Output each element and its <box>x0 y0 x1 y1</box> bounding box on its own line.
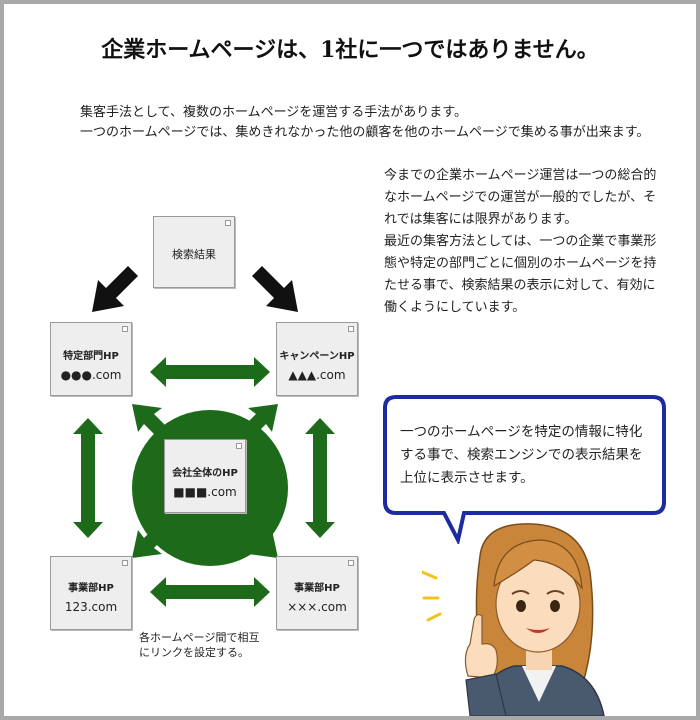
hp-box-center: 会社全体のHP ■■■.com <box>164 439 246 513</box>
hp-label: 事業部HP <box>68 583 114 594</box>
speech-bubble-shape <box>383 395 666 544</box>
hp-box-bottom-left: 事業部HP 123.com <box>50 556 132 630</box>
double-arrow-top <box>150 357 270 387</box>
speech-bubble-text: 一つのホームページを特定の情報に特化する事で、検索エンジンでの表示結果を上位に表… <box>400 424 643 486</box>
double-arrow-right <box>305 418 335 538</box>
intro-line: 一つのホームページでは、集めきれなかった他の顧客を他のホームページで集める事が出… <box>80 125 650 140</box>
diagonal-arrow-top-right <box>240 404 278 440</box>
search-results-label: 検索結果 <box>172 248 216 261</box>
hp-box-top-left: 特定部門HP ●●●.com <box>50 322 132 396</box>
hp-label: 事業部HP <box>294 583 340 594</box>
intro-text: 集客手法として、複数のホームページを運営する手法があります。 一つのホームページ… <box>80 103 680 143</box>
double-arrow-left <box>73 418 103 538</box>
side-text: 今までの企業ホームページ運営は一つの総合的なホームページでの運営が一般的でしたが… <box>384 165 664 319</box>
hp-domain: 123.com <box>64 600 118 614</box>
black-arrow-left <box>92 266 138 312</box>
intro-line: 集客手法として、複数のホームページを運営する手法があります。 <box>80 105 468 120</box>
hp-domain: ■■■.com <box>173 485 237 499</box>
hp-box-top-right: キャンペーンHP ▲▲▲.com <box>276 322 358 396</box>
note-line: 各ホームページ間で相互 <box>139 631 260 644</box>
double-arrow-bottom <box>150 577 270 607</box>
diagram-note: 各ホームページ間で相互 にリンクを設定する。 <box>139 630 259 660</box>
black-arrow-right <box>252 266 298 312</box>
hp-box-bottom-right: 事業部HP ×××.com <box>276 556 358 630</box>
hp-label: 特定部門HP <box>63 351 119 362</box>
diagonal-arrow-bottom-left <box>132 522 170 558</box>
hp-domain: ●●●.com <box>60 368 122 382</box>
side-paragraph: 最近の集客方法としては、一つの企業で事業形態や特定の部門ごとに個別のホームページ… <box>384 234 657 315</box>
side-paragraph: 今までの企業ホームページ運営は一つの総合的なホームページでの運営が一般的でしたが… <box>384 168 657 227</box>
businesswoman-illustration <box>422 523 605 716</box>
speech-bubble: 一つのホームページを特定の情報に特化する事で、検索エンジンでの表示結果を上位に表… <box>382 394 667 544</box>
hp-label: 会社全体のHP <box>172 468 238 479</box>
page-frame: 企業ホームページは、1社に一つではありません。 集客手法として、複数のホームペー… <box>4 4 696 716</box>
sparkle-icon <box>422 570 442 622</box>
diagonal-arrow-bottom-right <box>240 522 278 558</box>
hp-label: キャンペーンHP <box>279 351 355 362</box>
search-results-box: 検索結果 <box>153 216 235 288</box>
page-title: 企業ホームページは、1社に一つではありません。 <box>101 37 599 63</box>
diagonal-arrow-top-left <box>132 404 170 440</box>
hp-domain: ▲▲▲.com <box>288 368 346 382</box>
note-line: にリンクを設定する。 <box>139 646 249 659</box>
hp-domain: ×××.com <box>287 600 347 614</box>
